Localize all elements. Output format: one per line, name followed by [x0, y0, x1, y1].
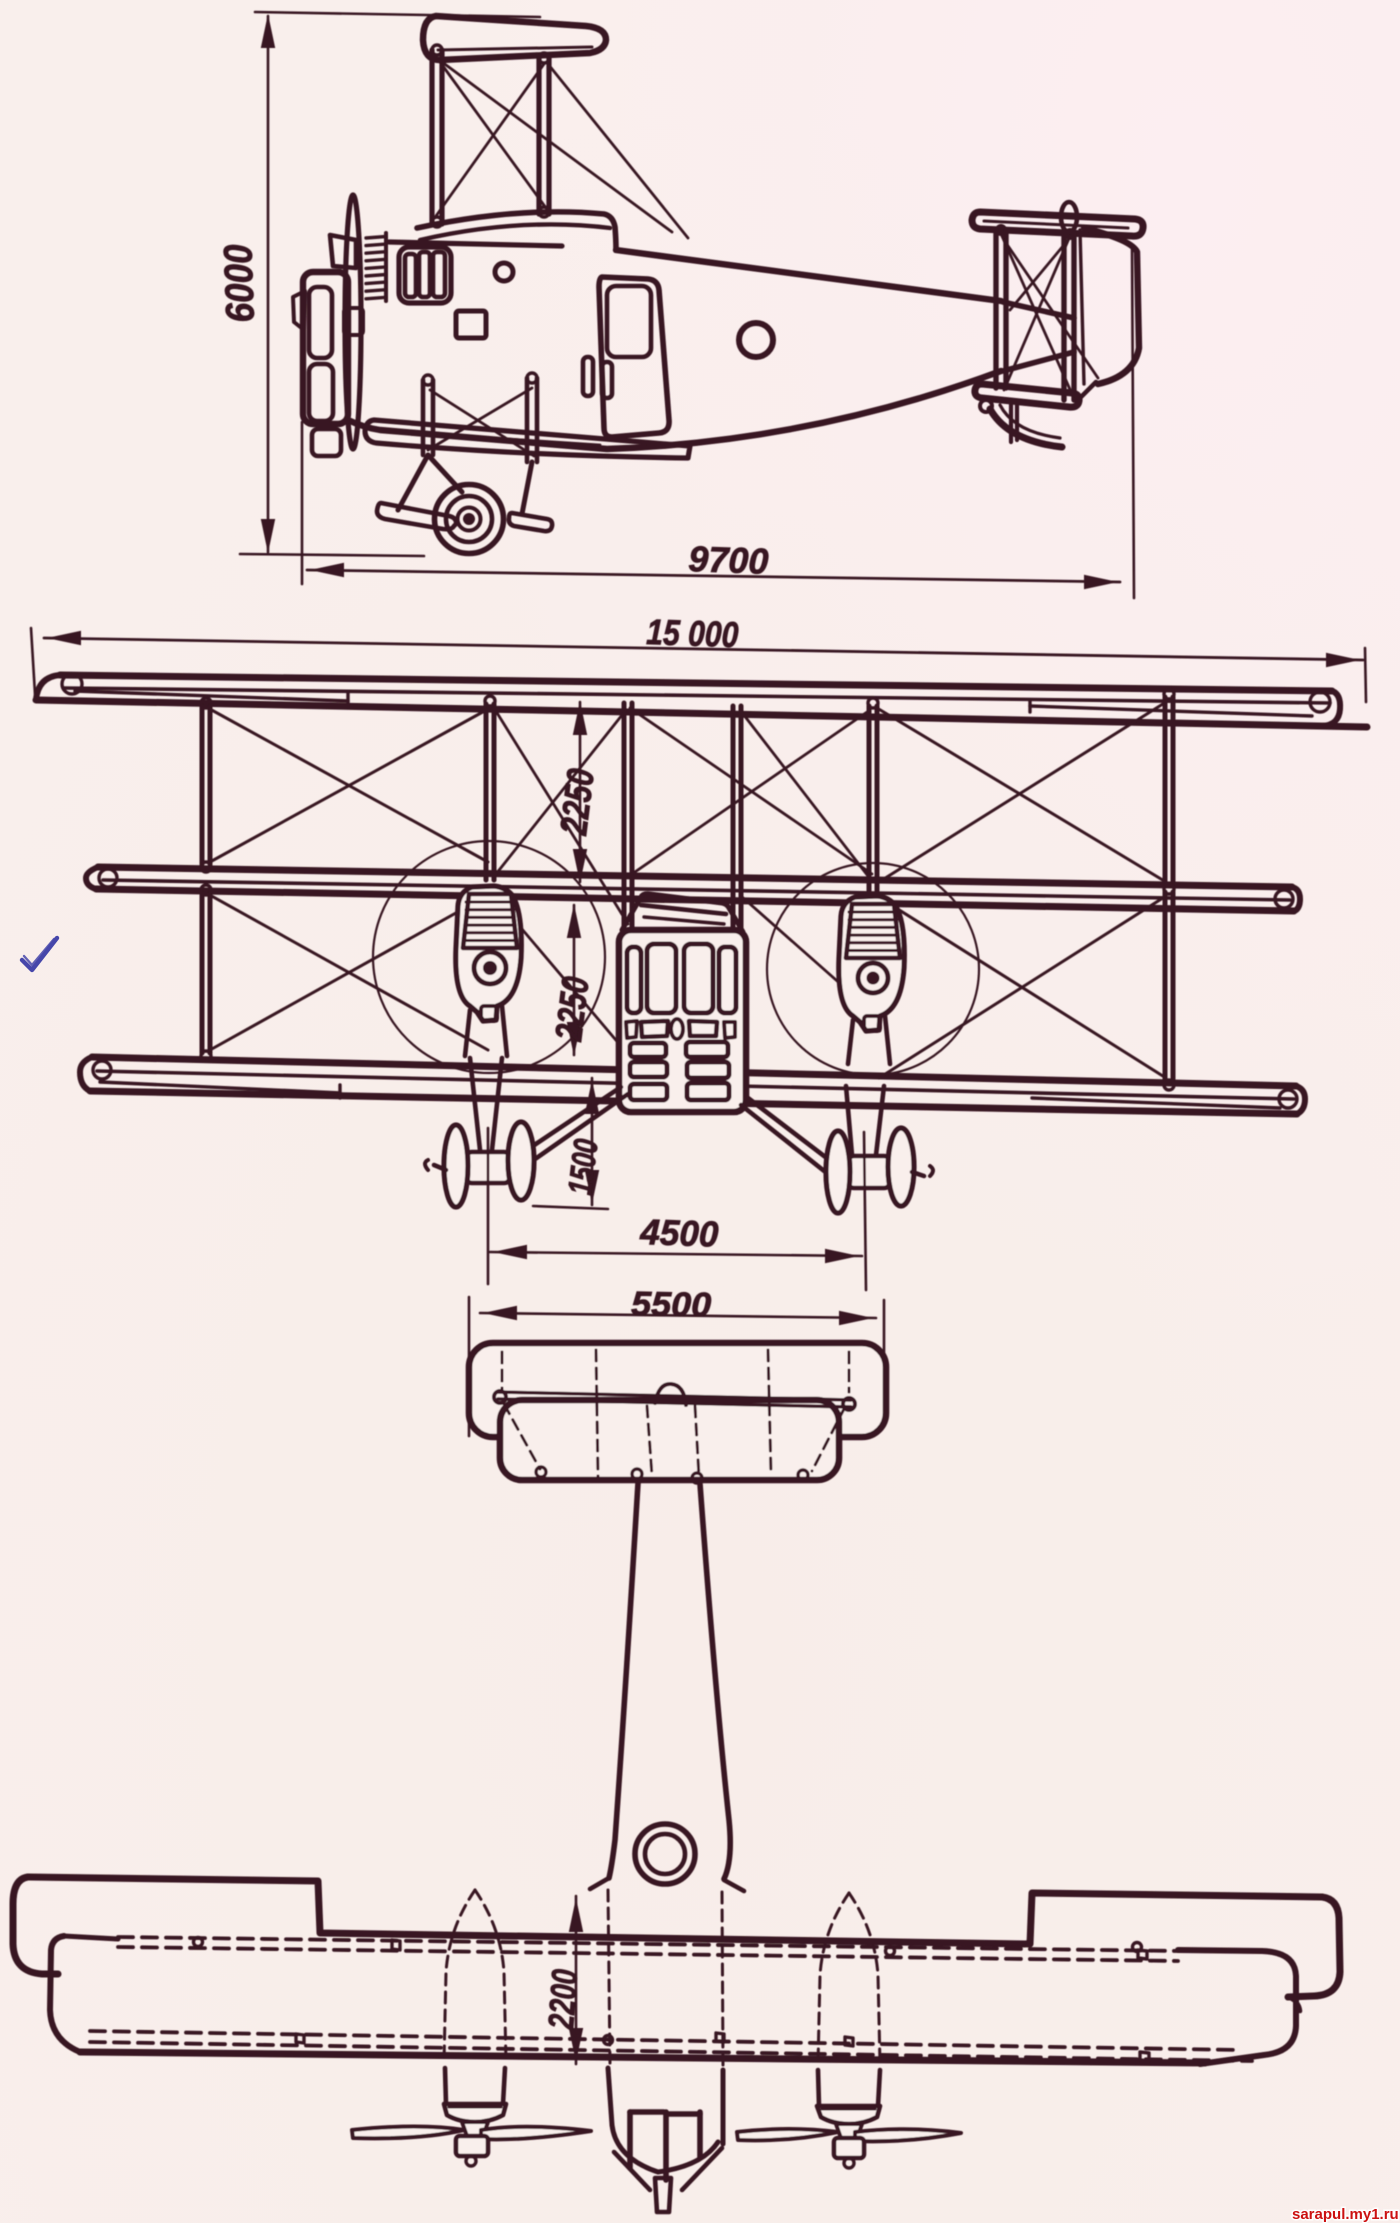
svg-text:9700: 9700 [688, 538, 769, 582]
svg-text:2250: 2250 [553, 766, 603, 837]
svg-text:5500: 5500 [631, 1285, 712, 1324]
svg-text:4500: 4500 [639, 1211, 719, 1255]
svg-text:sarapul.my1.ru: sarapul.my1.ru [1292, 2206, 1399, 2223]
svg-text:6000: 6000 [216, 244, 263, 323]
svg-text:2200: 2200 [540, 1968, 585, 2031]
svg-text:2250: 2250 [548, 974, 598, 1043]
svg-text:15 000: 15 000 [646, 611, 739, 655]
svg-text:1500: 1500 [561, 1137, 606, 1197]
